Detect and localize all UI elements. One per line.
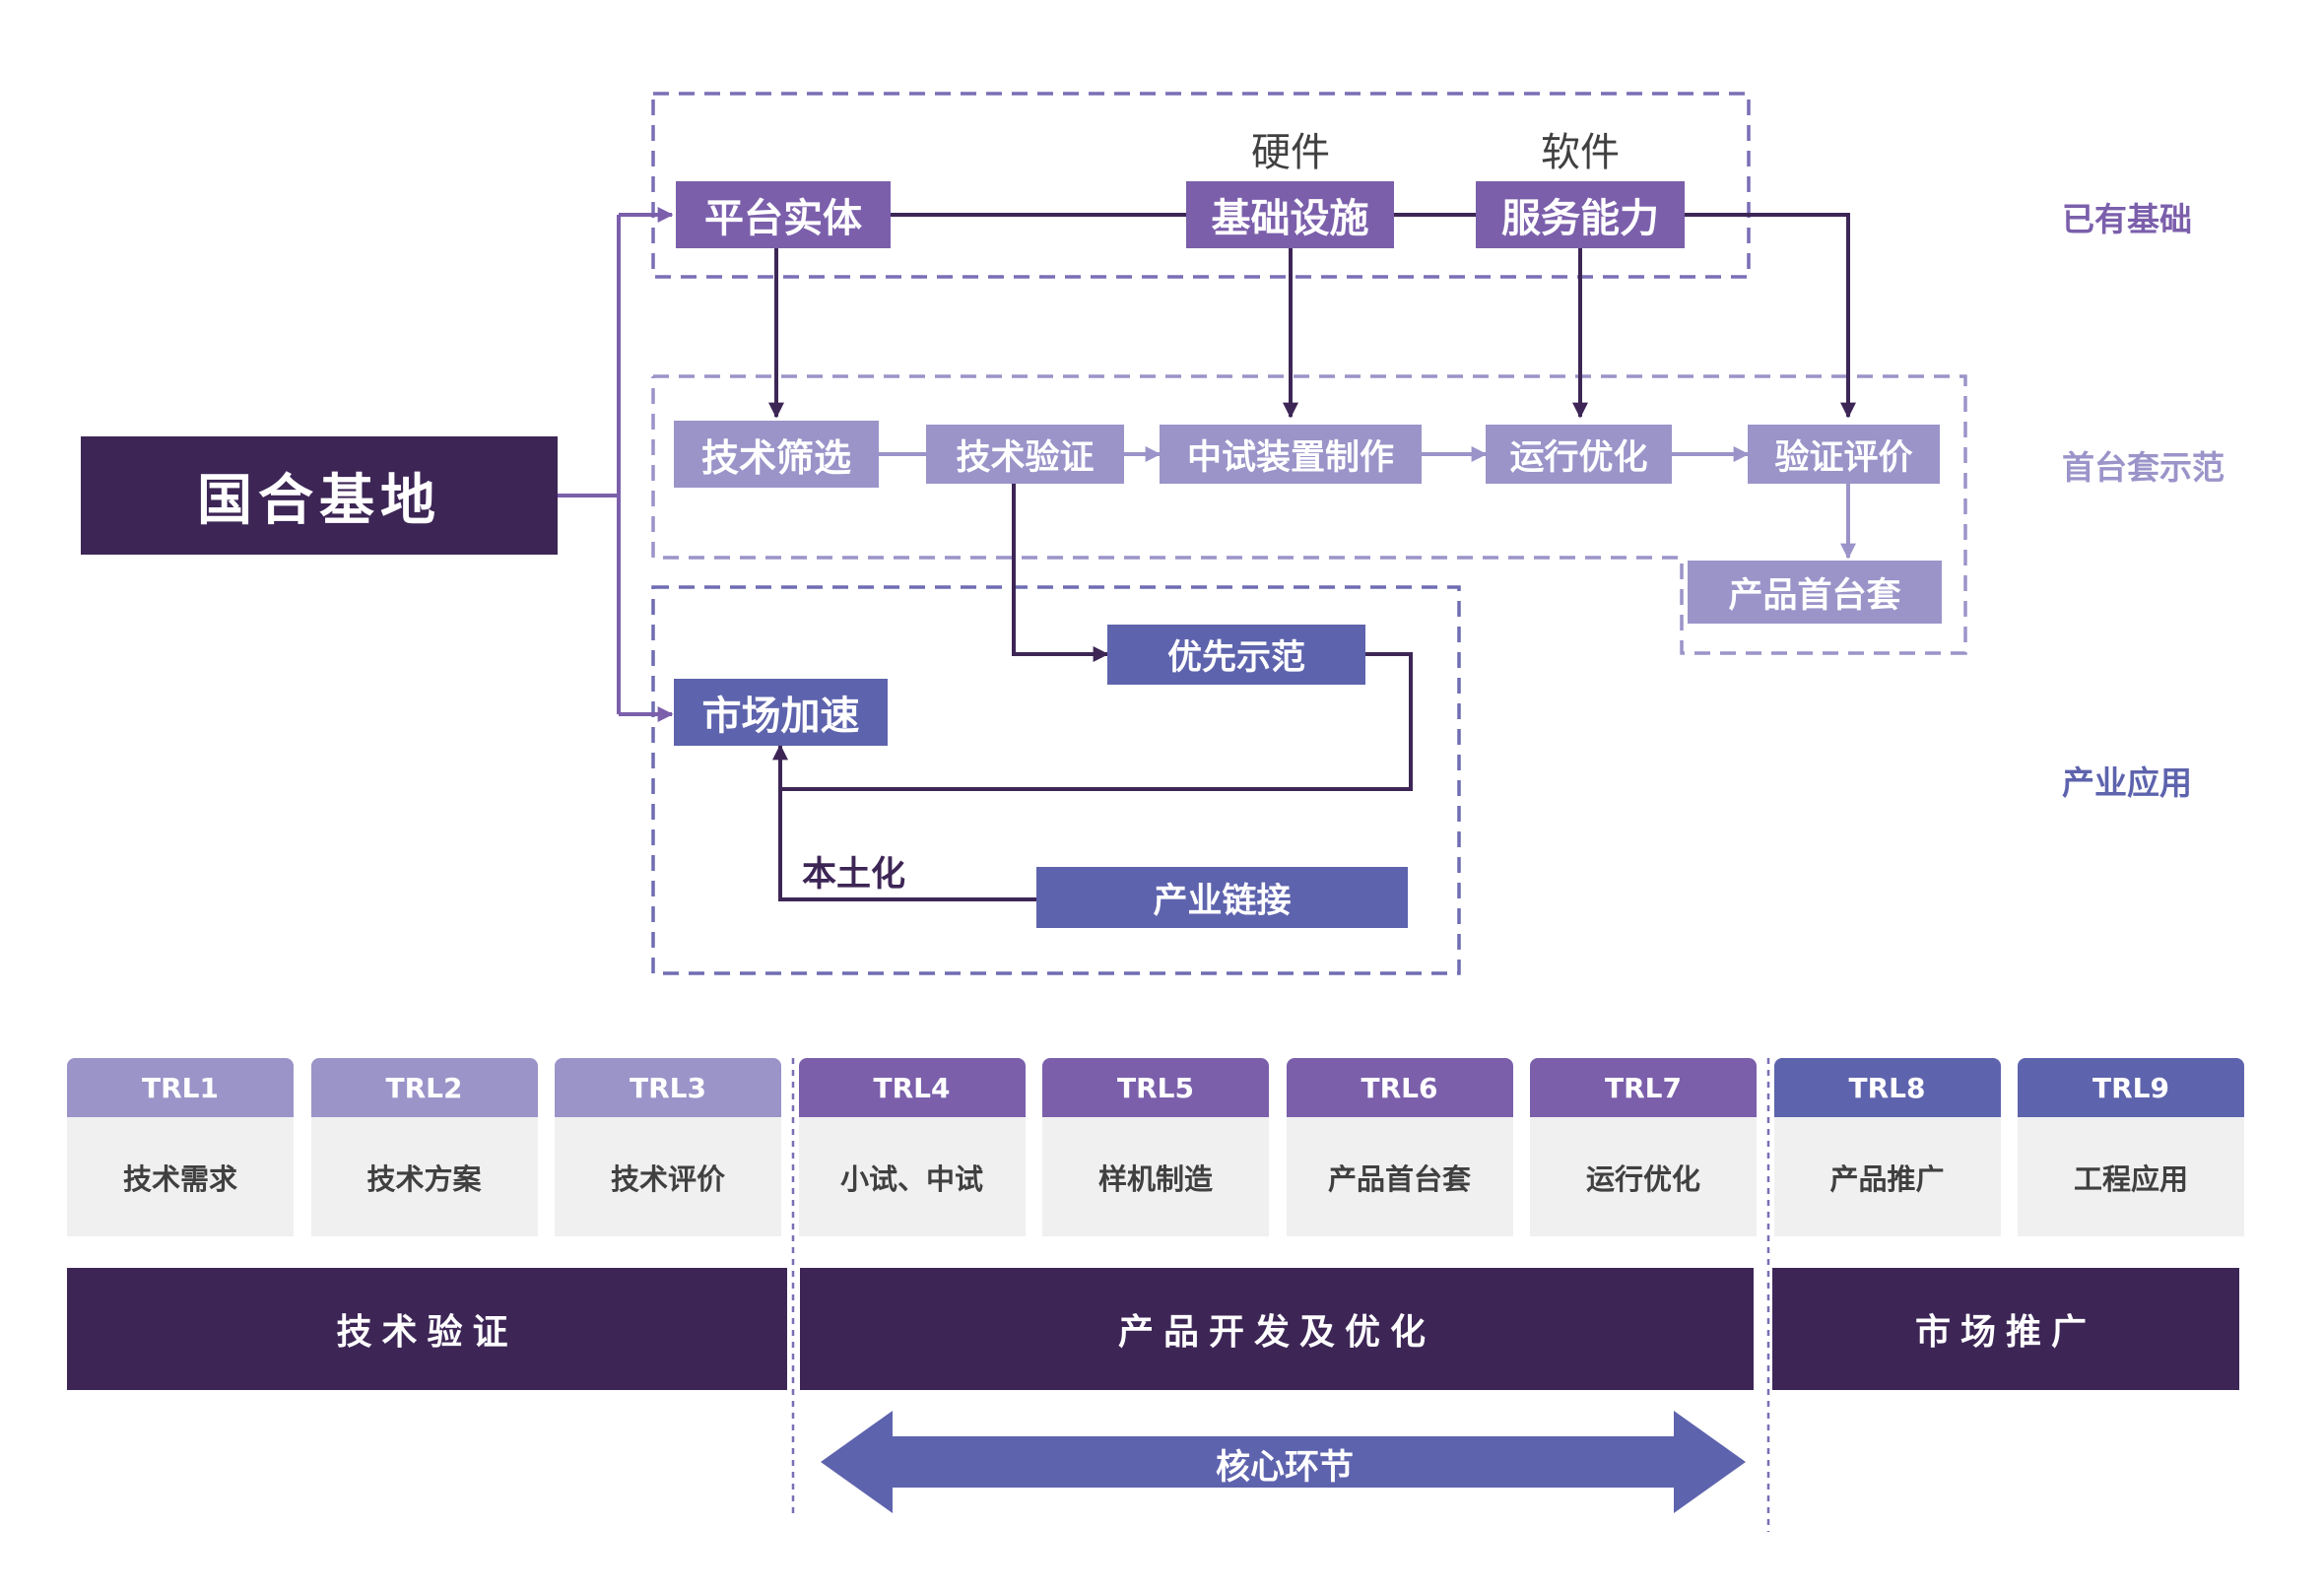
trl-desc-4: 小试、中试	[798, 1117, 1026, 1236]
software-label: 软件	[1541, 130, 1620, 175]
localization-label: 本土化	[802, 855, 906, 895]
trl-level-8: TRL8	[1773, 1058, 2001, 1117]
node-product-first: 产品首台套	[1688, 561, 1942, 624]
trl-level-1: TRL1	[67, 1058, 294, 1117]
trl-level-5: TRL5	[1042, 1058, 1269, 1117]
trl-desc-8: 产品推广	[1773, 1117, 2001, 1236]
node-verify-eval: 验证评价	[1748, 425, 1940, 484]
core-double-arrow	[821, 1411, 1746, 1513]
node-industry-link: 产业链接	[1036, 867, 1408, 928]
trl-desc-3: 技术评价	[555, 1117, 781, 1236]
trl-desc-1: 技术需求	[67, 1117, 294, 1236]
phase-tech-verification: 技术验证	[67, 1268, 787, 1390]
node-market-accel: 市场加速	[674, 679, 888, 746]
trl-desc-7: 运行优化	[1530, 1117, 1757, 1236]
trl-desc-5: 样机制造	[1042, 1117, 1269, 1236]
section-label-existing: 已有基础	[2062, 200, 2192, 238]
node-tech-verify: 技术验证	[926, 425, 1124, 484]
node-priority-demo: 优先示范	[1107, 625, 1365, 685]
industry-region	[651, 585, 1461, 975]
node-pilot-device: 中试装置制作	[1160, 425, 1422, 484]
main-node: 国合基地	[81, 436, 558, 555]
section-label-industry: 产业应用	[2062, 763, 2192, 802]
trl-desc-2: 技术方案	[310, 1117, 538, 1236]
trl-level-6: TRL6	[1286, 1058, 1513, 1117]
node-infrastructure: 基础设施	[1186, 181, 1394, 248]
trl-level-3: TRL3	[555, 1058, 781, 1117]
first-set-region	[651, 374, 1967, 655]
trl-level-9: TRL9	[2018, 1058, 2244, 1117]
phase-market-promotion: 市场推广	[1772, 1268, 2239, 1390]
trl-desc-9: 工程应用	[2018, 1117, 2244, 1236]
trl-level-4: TRL4	[798, 1058, 1026, 1117]
node-run-optimize: 运行优化	[1486, 425, 1672, 484]
core-label: 核心环节	[1216, 1448, 1355, 1488]
trl-level-7: TRL7	[1530, 1058, 1757, 1117]
node-service: 服务能力	[1476, 181, 1685, 248]
phase-product-dev: 产品开发及优化	[800, 1268, 1754, 1390]
existing-base-region	[651, 92, 1751, 279]
node-platform: 平台实体	[676, 181, 891, 248]
trl-level-2: TRL2	[310, 1058, 538, 1117]
node-tech-screen: 技术筛选	[674, 421, 879, 488]
hardware-label: 硬件	[1251, 130, 1330, 175]
trl-desc-6: 产品首台套	[1286, 1117, 1513, 1236]
section-label-first-set: 首台套示范	[2062, 448, 2224, 487]
